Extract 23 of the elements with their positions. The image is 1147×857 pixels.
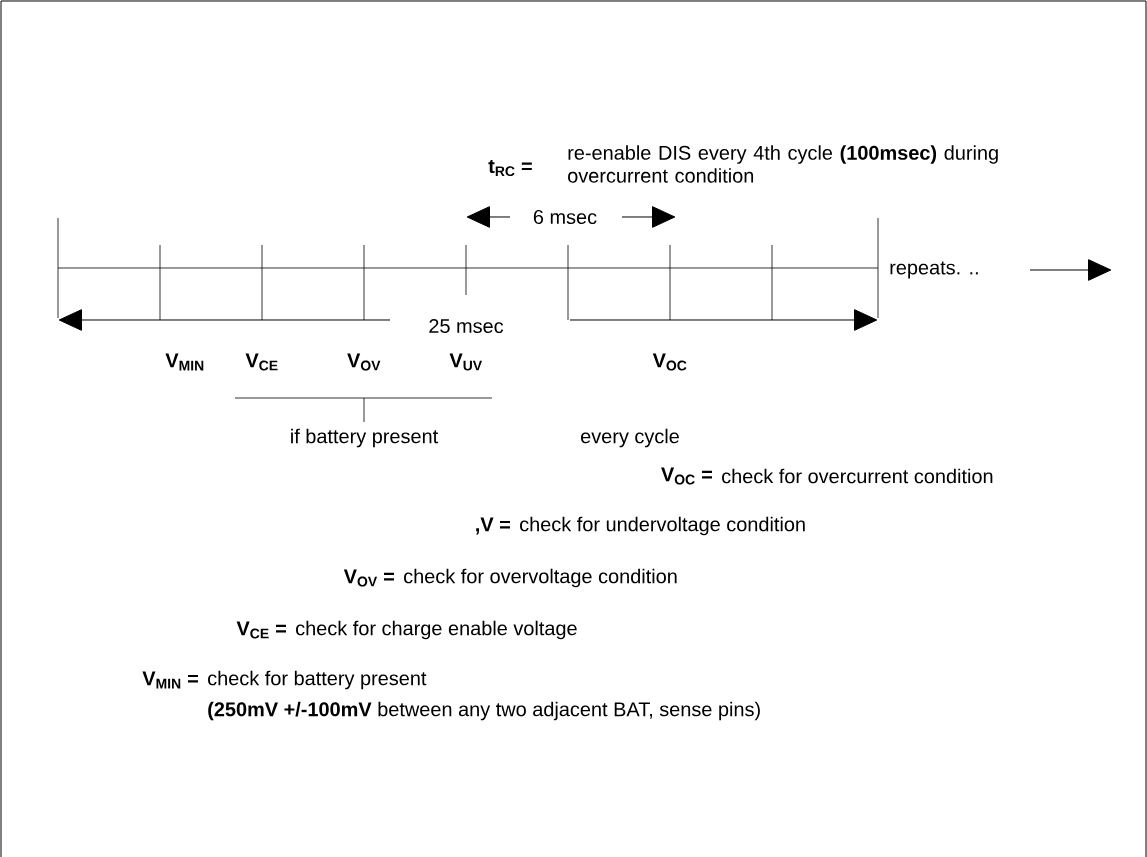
signal-label: V$_{UV}$ (449, 353, 482, 371)
signal-label: V$_{MIN}$ = (142, 671, 198, 689)
note-text: if battery present (291, 428, 439, 448)
note-text: repeats. .. (890, 261, 978, 279)
signal-label: V$_{OC}$ (652, 353, 687, 371)
note-text: re-enable DIS every 4th cycle (100msec) during overcurrent condition (568, 145, 998, 183)
signal-label: ,V = (476, 517, 510, 535)
note-text: check for overcurrent condition (722, 468, 993, 484)
signal-label: V$_{OV}$ = (343, 569, 394, 587)
note-text: (250mV +/-100mV between any two adjacent BAT, sense pins) (208, 701, 760, 721)
dimension-label: 25 msec (429, 318, 504, 334)
signal-label: V$_{MIN}$ (165, 353, 204, 371)
signal-label: t$_{RC}$ = (488, 159, 532, 177)
note-text: check for undervoltage condition (520, 516, 805, 536)
signal-label: V$_{CE}$ = (236, 621, 286, 639)
dimension-label: 6 msec (533, 209, 597, 225)
note-text: check for overvoltage condition (404, 568, 677, 588)
note-text: every cycle (581, 428, 679, 448)
note-text: check for battery present (208, 670, 427, 690)
signal-label: V$_{OC}$ = (661, 467, 712, 485)
signal-label: V$_{OV}$ (347, 353, 381, 371)
note-text: check for charge enable voltage (296, 620, 577, 640)
signal-label: V$_{CE}$ (245, 353, 278, 371)
